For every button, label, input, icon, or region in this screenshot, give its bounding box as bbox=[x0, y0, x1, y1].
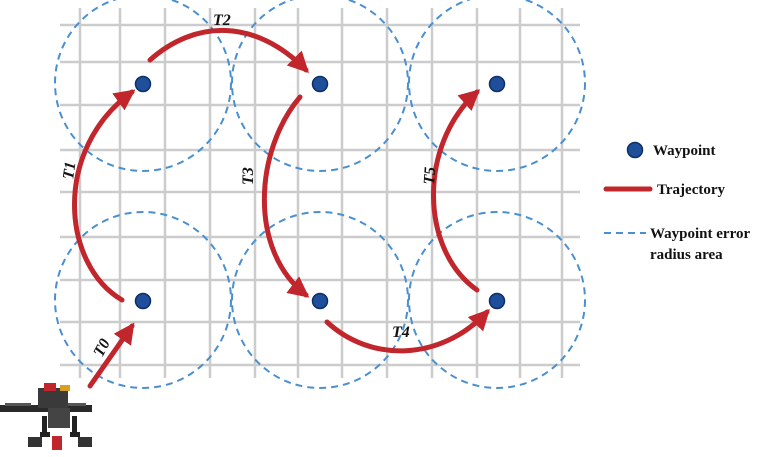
label-t3: T3 bbox=[240, 167, 257, 185]
legend-waypoint-label: Waypoint bbox=[653, 143, 716, 159]
waypoint-3 bbox=[488, 75, 506, 93]
error-circle-6 bbox=[408, 211, 586, 389]
label-t0: T0 bbox=[91, 336, 114, 360]
error-circle-3 bbox=[408, 0, 586, 172]
trajectory-t2 bbox=[147, 28, 309, 73]
label-t5: T5 bbox=[421, 166, 439, 185]
trajectory-t4 bbox=[324, 308, 490, 354]
waypoint-1 bbox=[134, 75, 152, 93]
label-t2: T2 bbox=[213, 12, 231, 29]
waypoint-4 bbox=[134, 292, 152, 310]
label-t4: T4 bbox=[392, 324, 410, 341]
trajectory-t3 bbox=[261, 94, 310, 298]
legend-waypoint-icon bbox=[626, 141, 644, 159]
legend-error-radius-label-line2: radius area bbox=[650, 247, 723, 263]
label-t1: T1 bbox=[60, 161, 79, 181]
trajectory-t0 bbox=[87, 322, 135, 389]
legend: Waypoint Trajectory Waypoint error radiu… bbox=[603, 141, 750, 263]
trajectory-t5 bbox=[431, 89, 481, 293]
grid bbox=[60, 8, 580, 378]
trajectory-paths bbox=[72, 28, 490, 389]
legend-trajectory-label: Trajectory bbox=[657, 182, 726, 198]
waypoint-5 bbox=[311, 292, 329, 310]
waypoints bbox=[134, 75, 506, 310]
waypoint-2 bbox=[311, 75, 329, 93]
quadcopter-drone-icon bbox=[0, 383, 92, 450]
trajectory-t1 bbox=[72, 89, 136, 303]
waypoint-6 bbox=[488, 292, 506, 310]
error-radius-circles bbox=[54, 0, 586, 389]
legend-error-radius-label-line1: Waypoint error bbox=[650, 226, 750, 242]
